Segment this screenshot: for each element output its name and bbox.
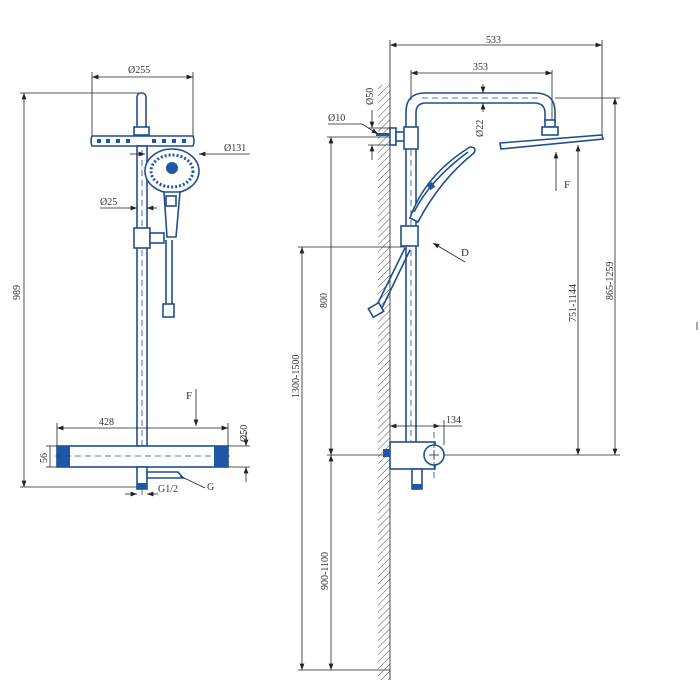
direction-label: D: [432, 242, 469, 263]
dim-head-diameter: Ø255: [91, 65, 194, 140]
svg-text:865-1259: 865-1259: [605, 262, 616, 300]
inlet-outlet: G: [136, 466, 214, 493]
svg-text:56: 56: [39, 453, 50, 463]
force-label-front: F: [186, 389, 199, 426]
dim-mixer-height: 900-1100: [298, 455, 390, 671]
hand-shower: [144, 148, 200, 238]
dim-thermostat-height: 56: [39, 445, 57, 468]
thermostat-side: [383, 432, 445, 490]
dim-arm-diameter: Ø22: [475, 84, 486, 137]
hose: [165, 240, 173, 305]
svg-text:G1/2: G1/2: [158, 484, 178, 495]
svg-text:533: 533: [486, 35, 501, 46]
svg-text:134: 134: [446, 415, 461, 426]
shower-arm-side: [405, 92, 556, 130]
hose-side: [376, 247, 411, 309]
dim-screw-diameter: Ø10: [328, 113, 379, 135]
hose-end-side: [367, 301, 385, 319]
dim-bracket-height: 800: [319, 136, 390, 455]
dim-inlet-thread: G1/2: [125, 484, 178, 497]
shower-arm: [136, 92, 147, 132]
dim-head-height-low: 751-1144: [568, 145, 581, 455]
dim-head-height-high: 865-1259: [605, 98, 618, 455]
dim-thermostat-diameter: Ø50: [228, 425, 250, 482]
svg-text:F: F: [186, 390, 192, 402]
svg-text:900-1100: 900-1100: [320, 552, 331, 590]
svg-text:Ø255: Ø255: [128, 65, 150, 76]
dim-install-height: 1300-1500: [291, 246, 405, 670]
rain-shower-head-side: [499, 119, 605, 150]
dim-total-depth: 533: [389, 35, 603, 135]
dim-arm-reach: 353: [410, 62, 553, 120]
rain-shower-head: [90, 135, 195, 147]
slide-bracket: [133, 227, 151, 249]
head-connector: [133, 126, 150, 136]
svg-text:G: G: [207, 482, 214, 493]
thermostat-bar: [55, 445, 230, 468]
svg-text:989: 989: [12, 285, 23, 300]
svg-text:Ø25: Ø25: [100, 197, 117, 208]
svg-text:353: 353: [473, 62, 488, 73]
svg-text:Ø50: Ø50: [365, 88, 376, 105]
dim-pipe-diameter: Ø25: [100, 197, 157, 211]
hand-shower-side: [409, 146, 476, 224]
dim-total-height: 989: [12, 92, 140, 488]
dim-wall-bracket-diameter: Ø50: [365, 88, 390, 160]
force-label-side: F: [553, 152, 570, 191]
svg-text:Ø22: Ø22: [475, 120, 486, 137]
dim-thermostat-width: 428: [56, 417, 229, 447]
svg-text:428: 428: [99, 417, 114, 428]
svg-text:D: D: [461, 247, 469, 259]
svg-text:F: F: [564, 179, 570, 191]
svg-text:Ø131: Ø131: [224, 143, 246, 154]
wall-hatch: [378, 85, 390, 680]
front-view: Ø255 989 Ø131: [12, 65, 250, 497]
dim-mixer-depth: 134: [390, 415, 462, 445]
side-view: 533 353 Ø22 F: [291, 35, 620, 680]
slide-bracket-side: [400, 225, 419, 247]
svg-text:Ø10: Ø10: [328, 113, 345, 124]
svg-text:Ø50: Ø50: [239, 425, 250, 442]
bracket-holder: [149, 232, 165, 244]
svg-text:1300-1500: 1300-1500: [291, 355, 302, 398]
svg-text:800: 800: [319, 293, 330, 308]
hose-end: [162, 303, 175, 318]
svg-text:751-1144: 751-1144: [568, 284, 579, 322]
dim-hand-shower-diameter: Ø131: [130, 143, 250, 157]
